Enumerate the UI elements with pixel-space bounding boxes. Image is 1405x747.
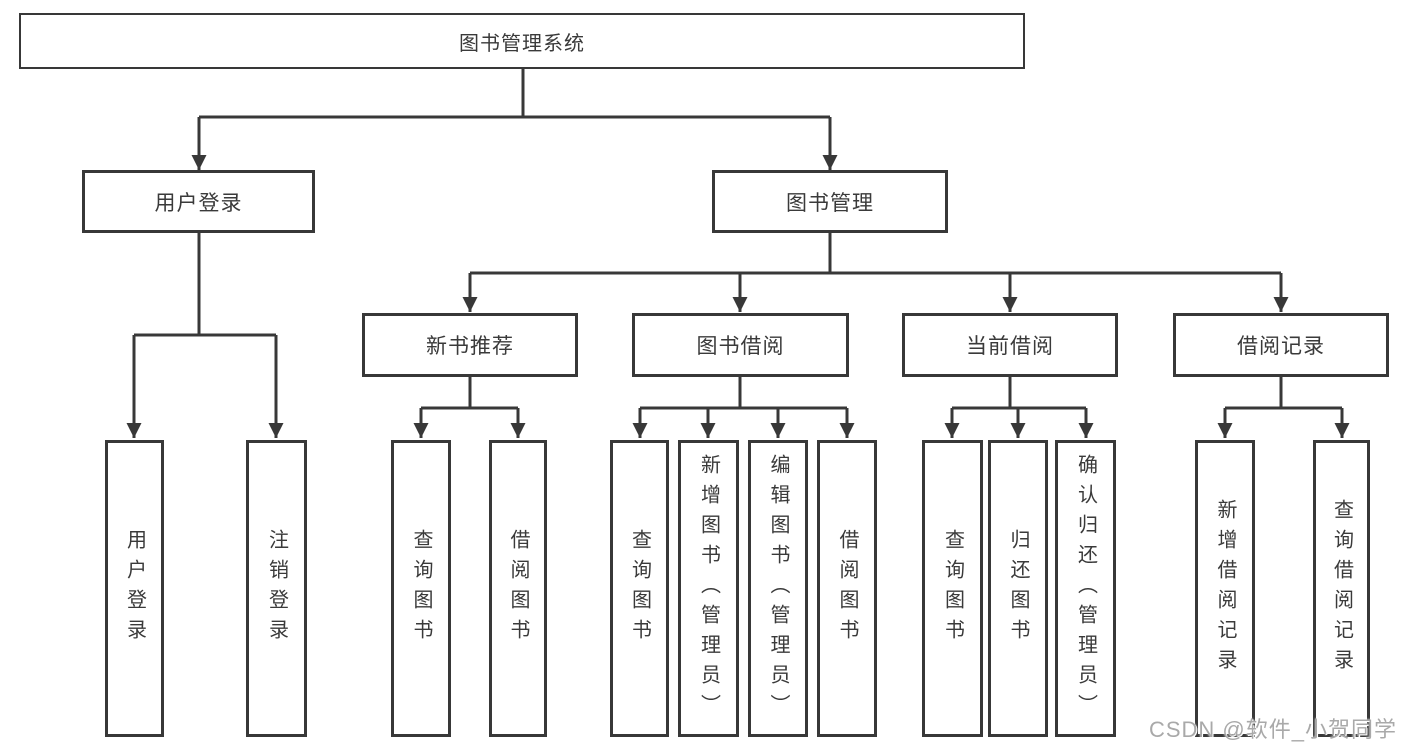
connector-new-book-recommend bbox=[413, 377, 526, 438]
leaf-borrow-borrow-books: 借阅图书 bbox=[817, 440, 877, 737]
leaf-add-books-admin: 新增图书（管理员） bbox=[678, 440, 739, 737]
leaf-recommend-borrow-books: 借阅图书 bbox=[489, 440, 547, 737]
node-borrow-records: 借阅记录 bbox=[1173, 313, 1389, 377]
node-current-borrow: 当前借阅 bbox=[902, 313, 1118, 377]
leaf-current-query-books: 查询图书 bbox=[922, 440, 983, 737]
node-book-management: 图书管理 bbox=[712, 170, 948, 233]
leaf-logout: 注销登录 bbox=[246, 440, 307, 737]
node-user-login: 用户登录 bbox=[82, 170, 315, 233]
node-root-label: 图书管理系统 bbox=[459, 32, 585, 55]
connector-borrow-records bbox=[1217, 377, 1350, 438]
leaf-return-books: 归还图书 bbox=[988, 440, 1048, 737]
leaf-confirm-return-admin: 确认归还（管理员） bbox=[1055, 440, 1116, 737]
leaf-user-login: 用户登录 bbox=[105, 440, 164, 737]
leaf-add-borrow-record: 新增借阅记录 bbox=[1195, 440, 1255, 737]
node-new-book-recommend: 新书推荐 bbox=[362, 313, 578, 377]
node-current-borrow-label: 当前借阅 bbox=[966, 335, 1054, 358]
connector-book-borrow bbox=[632, 377, 855, 438]
node-new-book-recommend-label: 新书推荐 bbox=[426, 335, 514, 358]
leaf-query-borrow-record: 查询借阅记录 bbox=[1313, 440, 1370, 737]
leaf-recommend-query-books: 查询图书 bbox=[391, 440, 451, 737]
connector-root bbox=[191, 69, 838, 170]
leaf-borrow-query-books: 查询图书 bbox=[610, 440, 669, 737]
node-root: 图书管理系统 bbox=[19, 13, 1025, 69]
leaf-edit-books-admin: 编辑图书（管理员） bbox=[748, 440, 808, 737]
node-user-login-label: 用户登录 bbox=[154, 191, 243, 215]
connector-user-login bbox=[126, 233, 284, 438]
node-borrow-records-label: 借阅记录 bbox=[1237, 335, 1325, 358]
watermark: CSDN @软件_小贺同学 bbox=[1148, 717, 1397, 742]
node-book-borrow: 图书借阅 bbox=[632, 313, 849, 377]
connector-current-borrow bbox=[944, 377, 1094, 438]
node-book-borrow-label: 图书借阅 bbox=[696, 335, 785, 358]
node-book-management-label: 图书管理 bbox=[786, 191, 874, 215]
connector-book-management bbox=[462, 233, 1289, 312]
